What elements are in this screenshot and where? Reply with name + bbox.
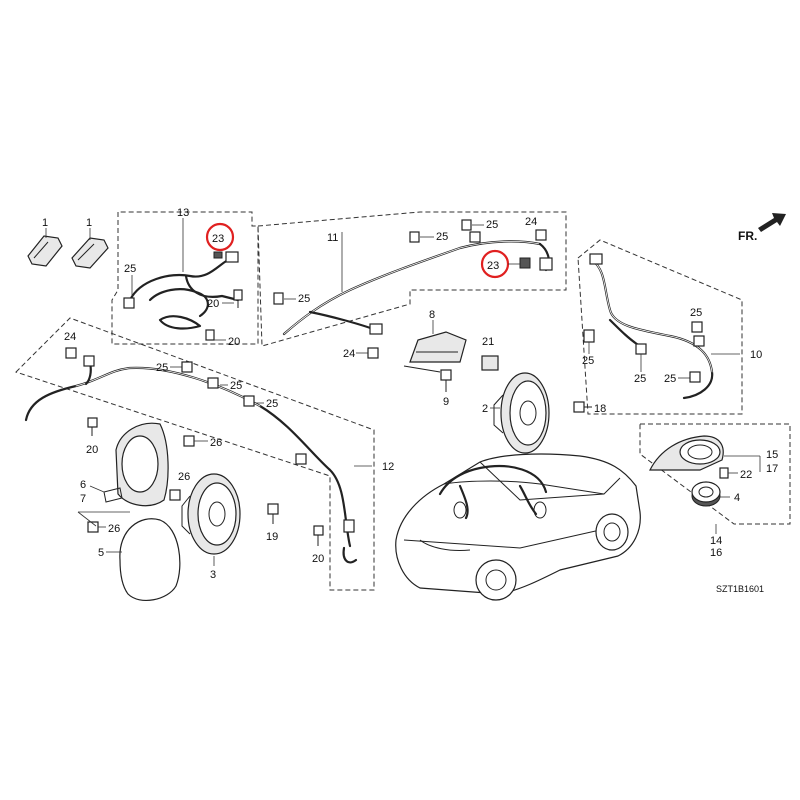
group-box-10 bbox=[577, 239, 743, 415]
callout-26-b: 26 bbox=[178, 471, 190, 483]
front-direction-label: FR. bbox=[738, 229, 757, 243]
callout-25-d: 25 bbox=[298, 293, 310, 305]
front-direction-indicator: FR. bbox=[738, 213, 786, 243]
callout-5: 5 bbox=[98, 547, 104, 559]
clip-25-d bbox=[273, 292, 284, 305]
callout-7: 7 bbox=[80, 493, 86, 505]
callout-13: 13 bbox=[177, 207, 189, 219]
part-6-7-bracket bbox=[103, 422, 169, 507]
clip-25-j bbox=[207, 377, 219, 389]
clip-25-g bbox=[635, 343, 647, 355]
part-1-pad-right bbox=[71, 237, 109, 269]
callout-1b: 1 bbox=[86, 217, 92, 229]
part-21-clip bbox=[481, 355, 499, 371]
callout-12: 12 bbox=[382, 461, 394, 473]
clip-25-b bbox=[409, 231, 420, 243]
callout-9: 9 bbox=[443, 396, 449, 408]
callout-20-d: 20 bbox=[312, 553, 324, 565]
clip-25-h bbox=[689, 371, 701, 383]
diagram-code: SZT1B1601 bbox=[716, 584, 764, 594]
callout-8: 8 bbox=[429, 309, 435, 321]
callout-4: 4 bbox=[734, 492, 740, 504]
clip-25-f bbox=[583, 329, 595, 343]
clip-25-i bbox=[181, 361, 193, 373]
bolt-9 bbox=[440, 369, 452, 392]
part-11-harness bbox=[282, 231, 553, 336]
callout-23-left: 23 bbox=[212, 233, 224, 245]
group-box-12 bbox=[15, 317, 375, 591]
callout-6: 6 bbox=[80, 479, 86, 491]
screw-26-b bbox=[169, 489, 181, 501]
callout-25-c: 25 bbox=[486, 219, 498, 231]
callout-26-a: 26 bbox=[210, 437, 222, 449]
clip-24-b bbox=[367, 347, 379, 359]
callout-17: 17 bbox=[766, 463, 778, 475]
callout-25-a: 25 bbox=[124, 263, 136, 275]
bolt-20-d bbox=[313, 525, 324, 546]
clip-25-c bbox=[461, 219, 472, 231]
callout-22: 22 bbox=[740, 469, 752, 481]
part-10-harness bbox=[589, 253, 714, 400]
callout-25-i: 25 bbox=[156, 362, 168, 374]
callout-25-b: 25 bbox=[436, 231, 448, 243]
part-4-tweeter bbox=[691, 481, 721, 507]
part-5-gasket bbox=[119, 518, 181, 602]
group-box-14-16 bbox=[639, 423, 791, 525]
clip-24-c bbox=[65, 347, 77, 359]
clip-25-k bbox=[243, 395, 255, 407]
callout-25-f: 25 bbox=[582, 355, 594, 367]
clip-24-a bbox=[535, 229, 547, 241]
clip-22 bbox=[719, 467, 729, 479]
bolt-20-c bbox=[87, 417, 98, 436]
screw-18 bbox=[573, 401, 592, 413]
part-13-harness bbox=[123, 251, 240, 330]
part-8-module bbox=[403, 331, 467, 373]
callout-23-right: 23 bbox=[487, 260, 499, 272]
callout-24-b: 24 bbox=[343, 348, 355, 360]
clip-25-e bbox=[691, 321, 703, 333]
part-2-speaker bbox=[493, 372, 550, 454]
part-3-speaker bbox=[181, 473, 241, 555]
part-1-pad-left bbox=[27, 235, 63, 267]
callout-26-c: 26 bbox=[108, 523, 120, 535]
callout-3: 3 bbox=[210, 569, 216, 581]
callout-11: 11 bbox=[327, 232, 338, 244]
bolt-20-b bbox=[205, 329, 215, 341]
callout-25-j: 25 bbox=[230, 380, 242, 392]
screw-26-a bbox=[183, 435, 195, 447]
callout-1a: 1 bbox=[42, 217, 48, 229]
callout-24-a: 24 bbox=[525, 216, 537, 228]
callout-20-a: 20 bbox=[207, 298, 219, 310]
callout-25-h: 25 bbox=[664, 373, 676, 385]
callout-14: 14 bbox=[710, 535, 722, 547]
callout-2: 2 bbox=[482, 403, 488, 415]
callout-24-c: 24 bbox=[64, 331, 76, 343]
callout-25-g: 25 bbox=[634, 373, 646, 385]
callout-25-e: 25 bbox=[690, 307, 702, 319]
callout-19: 19 bbox=[266, 531, 278, 543]
part-15-17-garnish bbox=[649, 435, 724, 471]
callout-25-k: 25 bbox=[266, 398, 278, 410]
callout-20-c: 20 bbox=[86, 444, 98, 456]
callout-18: 18 bbox=[594, 403, 606, 415]
screw-19 bbox=[267, 503, 279, 524]
callout-21: 21 bbox=[482, 336, 494, 348]
group-box-11 bbox=[257, 211, 567, 347]
callout-20-b: 20 bbox=[228, 336, 240, 348]
callout-15: 15 bbox=[766, 449, 778, 461]
callout-16: 16 bbox=[710, 547, 722, 559]
front-arrow-icon bbox=[758, 213, 786, 232]
highlight-ring-23-left bbox=[205, 222, 235, 252]
group-box-13 bbox=[111, 211, 259, 345]
vehicle-body bbox=[395, 453, 641, 601]
callout-10: 10 bbox=[750, 349, 762, 361]
bolt-20-a bbox=[233, 289, 243, 308]
